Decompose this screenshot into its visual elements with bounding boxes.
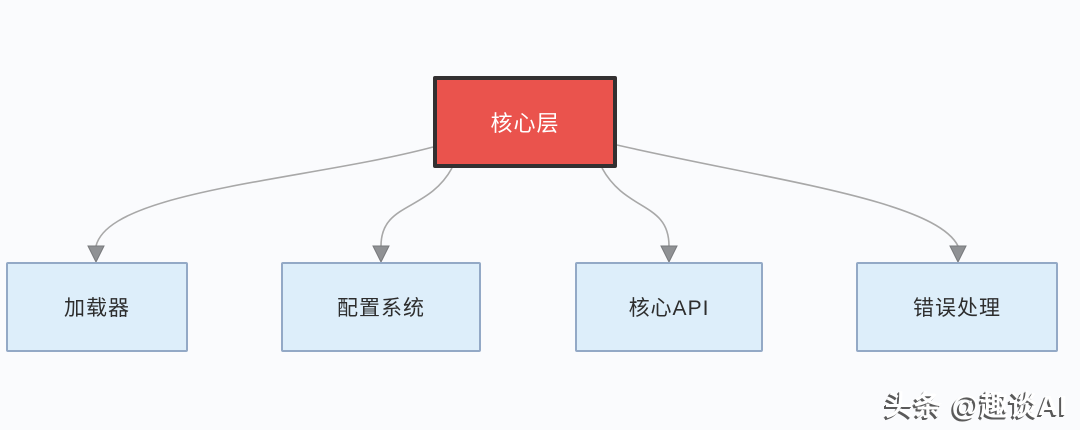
arrowhead-error bbox=[949, 245, 967, 264]
node-config-system: 配置系统 bbox=[281, 262, 481, 352]
arrowhead-config bbox=[372, 245, 390, 264]
node-config-system-label: 配置系统 bbox=[337, 297, 425, 320]
node-loader: 加载器 bbox=[6, 262, 188, 352]
node-loader-label: 加载器 bbox=[64, 297, 130, 320]
arrowhead-loader bbox=[87, 245, 105, 264]
node-core-api: 核心API bbox=[575, 262, 763, 352]
watermark: 头条 @趣谈AI bbox=[884, 390, 1068, 421]
connector-core-to-error bbox=[616, 144, 959, 247]
arrowhead-api bbox=[660, 245, 678, 264]
node-core-layer: 核心层 bbox=[433, 76, 617, 168]
node-core-layer-label: 核心层 bbox=[490, 111, 560, 136]
node-error-handler: 错误处理 bbox=[856, 262, 1058, 352]
node-core-api-label: 核心API bbox=[628, 297, 710, 320]
connector-core-to-config bbox=[380, 167, 453, 247]
node-error-handler-label: 错误处理 bbox=[913, 297, 1001, 320]
connector-core-to-loader bbox=[95, 146, 434, 247]
connector-core-to-api bbox=[601, 167, 670, 247]
